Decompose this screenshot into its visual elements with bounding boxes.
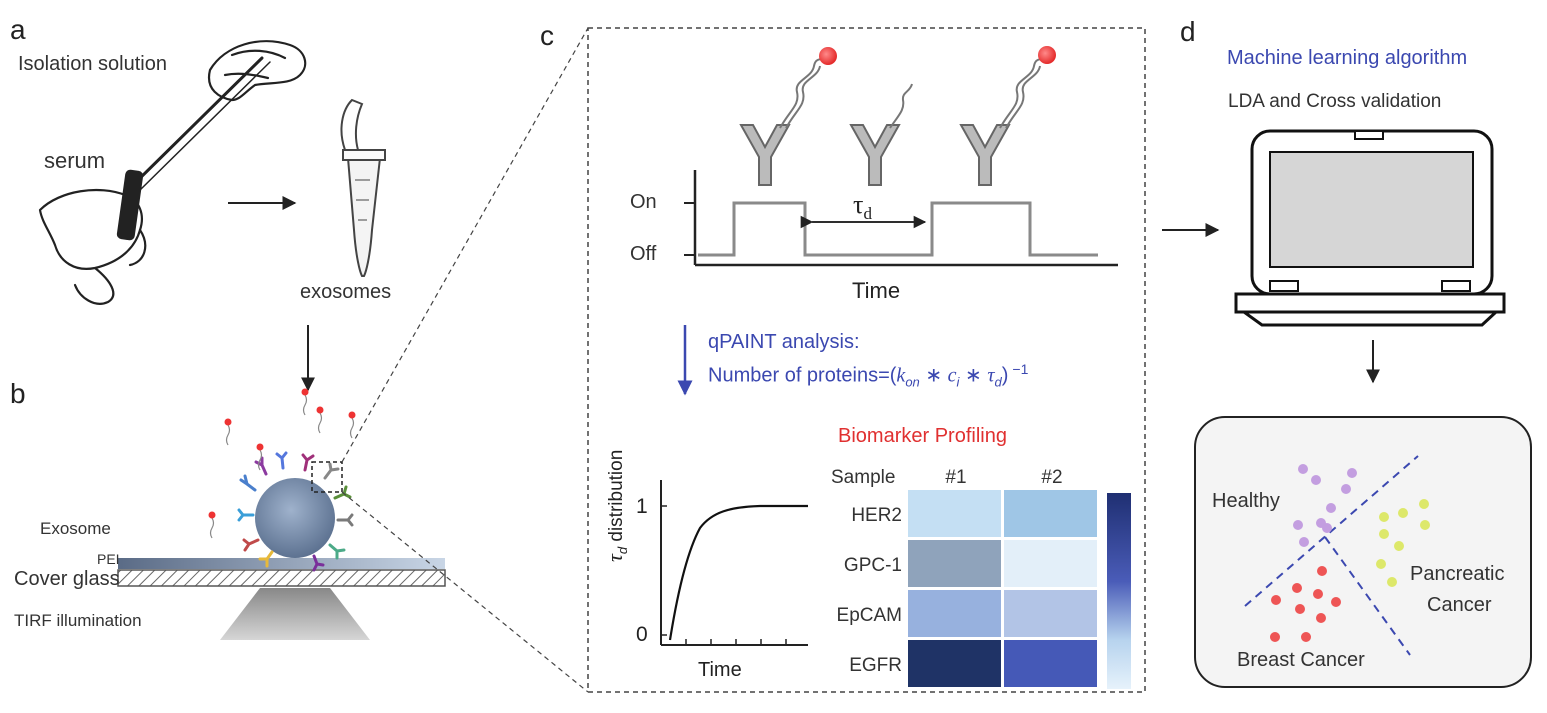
heatmap-row-label: HER2 bbox=[851, 505, 902, 526]
biomarker-profiling-title: Biomarker Profiling bbox=[838, 425, 1007, 447]
heatmap-row-label: EGFR bbox=[849, 655, 902, 676]
tirf-beam bbox=[220, 588, 370, 640]
floating-probes bbox=[208, 388, 356, 539]
tau-d-label: τd bbox=[853, 190, 872, 224]
number-of-proteins-formula: Number of proteins=(kon ∗ ci ∗ τd)−1 bbox=[708, 361, 1029, 390]
tirf-illumination-label: TIRF illumination bbox=[14, 611, 142, 630]
pancreatic-cluster bbox=[1376, 499, 1430, 587]
decision-boundaries bbox=[1244, 455, 1419, 656]
heatmap-row-label: EpCAM bbox=[836, 605, 902, 626]
serum-label: serum bbox=[44, 148, 106, 173]
qpaint-analysis-label: qPAINT analysis: bbox=[708, 331, 860, 353]
tau-distribution-plot bbox=[660, 480, 808, 646]
pancreatic-label-line2: Cancer bbox=[1427, 594, 1492, 616]
heatmap-cell bbox=[1004, 540, 1097, 587]
breast-cancer-cluster bbox=[1270, 566, 1341, 642]
distribution-ytick-0: 0 bbox=[636, 623, 648, 646]
heatmap-cell bbox=[908, 540, 1001, 587]
laptop-icon bbox=[1234, 129, 1506, 327]
healthy-label: Healthy bbox=[1212, 490, 1280, 512]
antibody-probe-illustration bbox=[739, 46, 1056, 186]
heatmap-cell bbox=[1004, 640, 1097, 687]
on-off-trace-plot bbox=[684, 170, 1118, 267]
zoom-line-top bbox=[341, 27, 589, 463]
classification-box bbox=[1194, 416, 1532, 688]
healthy-cluster bbox=[1293, 464, 1357, 547]
panel-letter-b: b bbox=[10, 378, 26, 409]
heatmap-colorbar bbox=[1107, 493, 1131, 689]
tirf-setup bbox=[117, 388, 446, 640]
serum-tube bbox=[116, 169, 144, 241]
heatmap-column-header: #2 bbox=[1041, 467, 1063, 488]
antibody-icons bbox=[237, 451, 354, 572]
cover-glass bbox=[117, 569, 446, 587]
on-label: On bbox=[630, 191, 657, 213]
exosomes-label: exosomes bbox=[300, 281, 392, 303]
pei-layer bbox=[118, 558, 445, 569]
heatmap-column-header: #1 bbox=[945, 467, 967, 488]
exosome-particle bbox=[255, 478, 335, 558]
exosome-label: Exosome bbox=[40, 519, 111, 538]
panel-c-frame bbox=[587, 27, 1146, 693]
panel-letter-a: a bbox=[10, 14, 26, 45]
isolation-solution-label: Isolation solution bbox=[18, 53, 167, 75]
heatmap-sample-label: Sample bbox=[831, 467, 896, 488]
heatmap-cell bbox=[908, 640, 1001, 687]
zoom-line-bottom bbox=[341, 491, 589, 693]
heatmap-cell bbox=[1004, 590, 1097, 637]
panel-letter-d: d bbox=[1180, 16, 1196, 47]
heatmap-cell bbox=[908, 490, 1001, 537]
microcentrifuge-tube-icon bbox=[340, 98, 386, 277]
distribution-xlabel: Time bbox=[698, 659, 742, 681]
pancreatic-label-line1: Pancreatic bbox=[1410, 563, 1505, 585]
heatmap-row-label: GPC-1 bbox=[843, 555, 902, 576]
heatmap-cell bbox=[1004, 490, 1097, 537]
distribution-ylabel: τd distribution bbox=[602, 449, 630, 562]
ml-algorithm-title: Machine learning algorithm bbox=[1227, 47, 1468, 69]
panel-letter-c: c bbox=[540, 20, 554, 51]
heatmap-cell bbox=[908, 590, 1001, 637]
hands-pipette-illustration bbox=[38, 40, 307, 305]
distribution-ytick-1: 1 bbox=[636, 495, 648, 518]
zoom-box bbox=[311, 461, 343, 493]
trace-time-label: Time bbox=[852, 278, 901, 303]
off-label: Off bbox=[630, 243, 657, 265]
lda-cross-validation-label: LDA and Cross validation bbox=[1228, 91, 1442, 112]
pei-label: PEI bbox=[97, 551, 120, 567]
cover-glass-label: Cover glass bbox=[14, 568, 120, 590]
breast-cancer-label: Breast Cancer bbox=[1237, 649, 1365, 671]
